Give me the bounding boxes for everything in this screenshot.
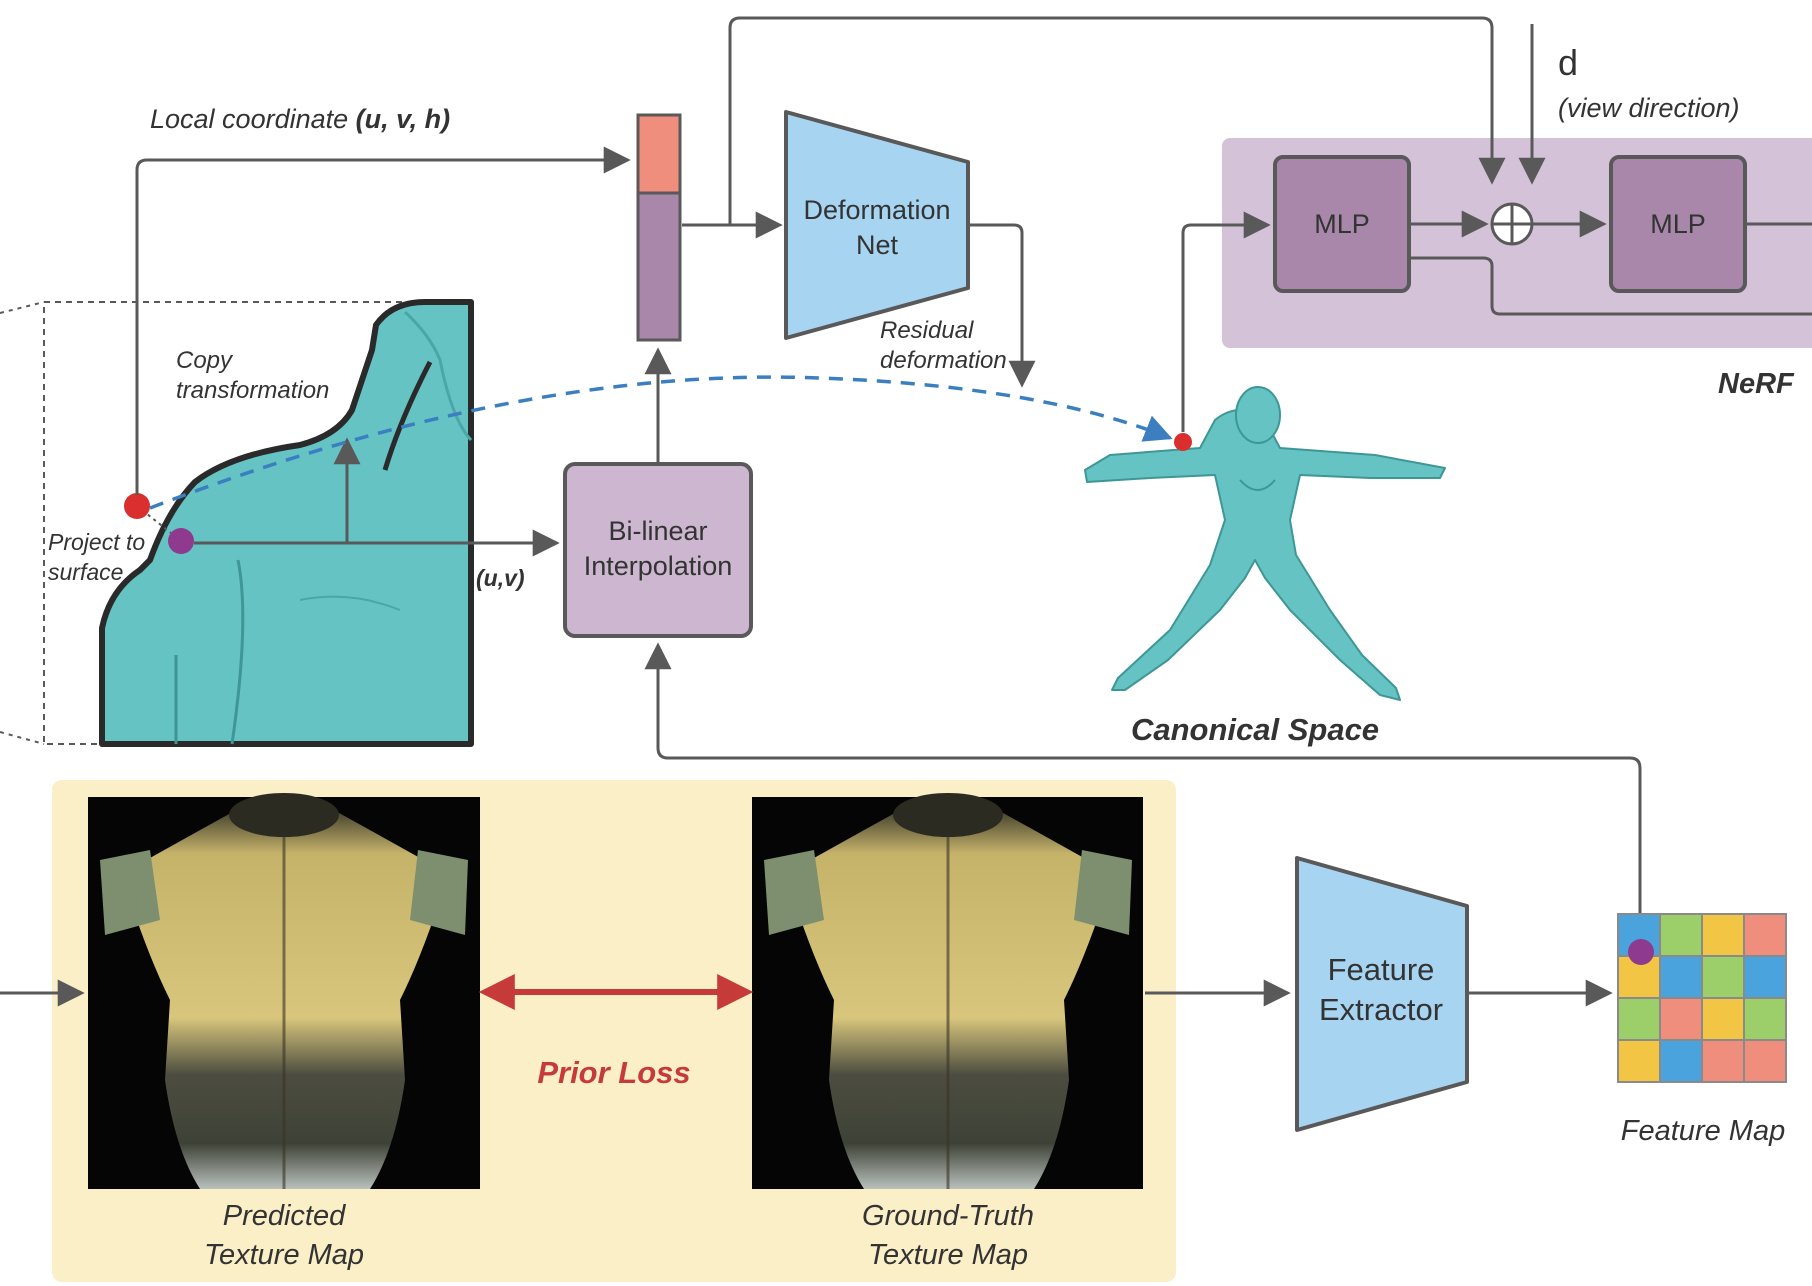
predicted-texture-map <box>88 793 480 1189</box>
view-direction-symbol: d <box>1558 42 1578 83</box>
residual-label-1: Residual <box>880 317 974 344</box>
canonical-point <box>1174 433 1192 451</box>
feature-map-cell <box>1659 997 1703 1041</box>
mlp-box-1 <box>1273 155 1411 293</box>
ground-truth-label-2: Texture Map <box>868 1239 1028 1271</box>
sample-point-red <box>124 493 150 519</box>
canonical-space-label: Canonical Space <box>1131 712 1379 747</box>
ground-truth-label-1: Ground-Truth <box>862 1200 1034 1232</box>
feature-map-cell <box>1659 955 1703 999</box>
bilinear-interpolation-box <box>563 462 753 638</box>
project-surface-label-2: surface <box>48 559 123 585</box>
bilinear-label-1: Bi-linear <box>608 516 707 546</box>
mlp-box-2 <box>1609 155 1747 293</box>
project-surface-label-1: Project to <box>48 529 145 555</box>
feature-extractor-block <box>1295 856 1469 1132</box>
mlp-label-2: MLP <box>1650 209 1706 239</box>
feature-map-cell <box>1701 913 1745 957</box>
feature-vector-bottom <box>636 191 682 342</box>
feature-map-sample-point <box>1628 939 1654 965</box>
feature-map-cell <box>1743 997 1787 1041</box>
feature-map-cell <box>1701 997 1745 1041</box>
feature-map-cell <box>1659 1039 1703 1083</box>
bilinear-label-2: Interpolation <box>584 551 733 581</box>
prior-loss-label: Prior Loss <box>537 1055 690 1090</box>
predicted-label-1: Predicted <box>223 1200 346 1232</box>
nerf-label: NeRF <box>1718 368 1795 400</box>
ground-truth-texture-map <box>752 793 1143 1189</box>
mlp-label-1: MLP <box>1314 209 1370 239</box>
feature-map-cell <box>1659 913 1703 957</box>
feature-vector-top <box>636 113 682 195</box>
view-direction-label: (view direction) <box>1558 93 1740 123</box>
zoomed-body-crop <box>0 299 474 747</box>
feature-map-cell <box>1701 955 1745 999</box>
deformation-net-block <box>784 110 970 340</box>
feature-map-cell <box>1743 955 1787 999</box>
feature-map-label: Feature Map <box>1621 1115 1785 1147</box>
feature-map-cell <box>1617 1039 1661 1083</box>
feature-map-cell <box>1701 1039 1745 1083</box>
feature-map-cell <box>1743 1039 1787 1083</box>
projected-point-purple <box>168 528 194 554</box>
copy-transformation-label-2: transformation <box>176 377 329 404</box>
feature-extractor-label-1: Feature <box>1328 952 1435 987</box>
local-coordinate-label: Local coordinate (u, v, h) <box>150 104 450 134</box>
canonical-body-figure <box>1084 386 1446 701</box>
deformation-net-label-2: Net <box>856 230 899 260</box>
predicted-label-2: Texture Map <box>204 1239 364 1271</box>
feature-extractor-label-2: Extractor <box>1319 992 1443 1027</box>
feature-map-grid <box>1617 913 1787 1083</box>
copy-transformation-label-1: Copy <box>176 347 234 374</box>
deformation-net-label-1: Deformation <box>803 195 950 225</box>
feature-map-cell <box>1617 997 1661 1041</box>
residual-label-2: deformation <box>880 347 1007 374</box>
feature-map-cell <box>1743 913 1787 957</box>
uv-label: (u,v) <box>476 565 525 591</box>
